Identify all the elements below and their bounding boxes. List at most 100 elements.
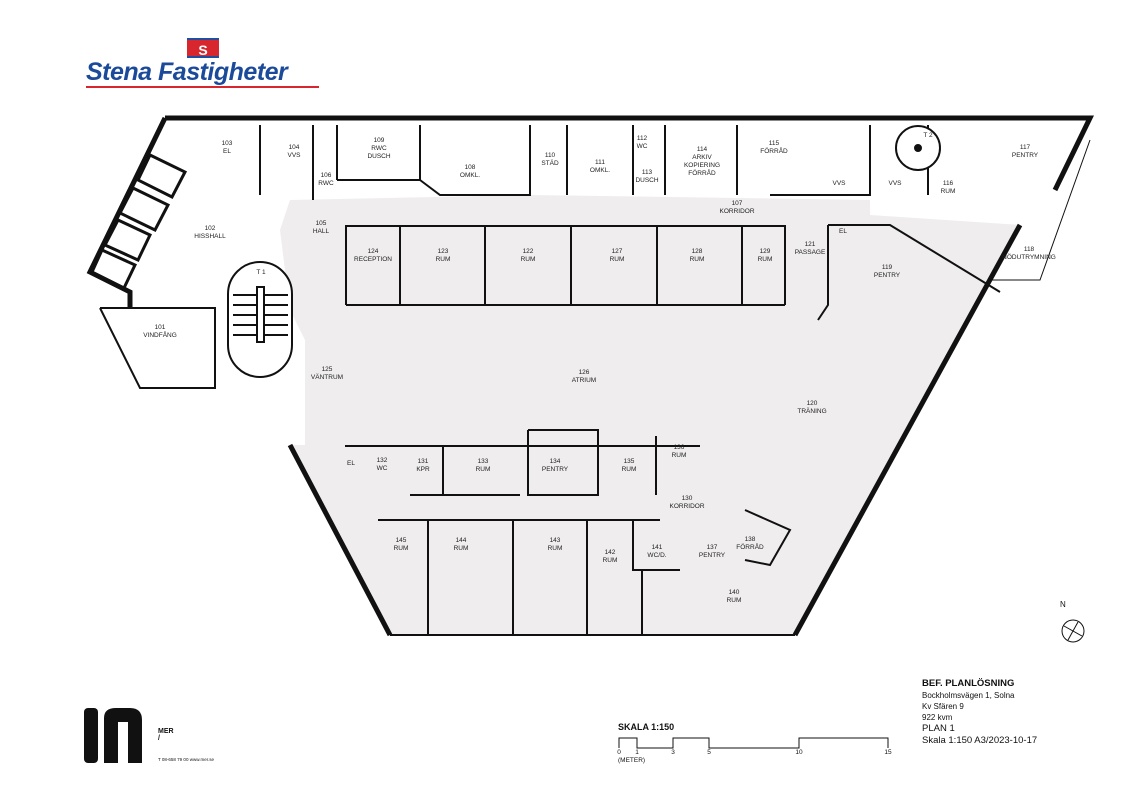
room-number: 128 xyxy=(691,248,703,255)
plan-level: PLAN 1 xyxy=(922,723,955,734)
room-name: RUM xyxy=(689,256,705,263)
room-name: VÄNTRUM xyxy=(310,374,344,381)
room-number: 123 xyxy=(437,248,449,255)
room-name: WC xyxy=(376,465,388,472)
room-number: 106 xyxy=(320,172,332,179)
room-number: 102 xyxy=(204,225,216,232)
room-number: 143 xyxy=(549,537,561,544)
scale-tick: 0 xyxy=(617,749,621,756)
scale-tick: 15 xyxy=(884,749,892,756)
thin-walls xyxy=(99,125,1001,636)
address: Bockholmsvägen 1, Solna xyxy=(922,691,1015,700)
room-name: RUM xyxy=(671,452,687,459)
room-name: PASSAGE xyxy=(794,249,826,256)
room-number: 120 xyxy=(806,400,818,407)
title-block: BEF. PLANLÖSNING Bockholmsvägen 1, Solna… xyxy=(922,677,1037,747)
brand-name: Stena Fastigheter xyxy=(86,58,288,86)
electrical-label: EL xyxy=(347,460,355,467)
room-name: RUM xyxy=(453,545,469,552)
room-number: 132 xyxy=(376,457,388,464)
room-number: 118 xyxy=(1023,246,1035,253)
room-number: 117 xyxy=(1019,144,1031,151)
plan-title: BEF. PLANLÖSNING xyxy=(922,678,1015,689)
room-name: OMKL. xyxy=(589,167,611,174)
room-name: HISSHALL xyxy=(194,233,226,240)
room-name: PENTRY xyxy=(541,466,569,473)
room-number: 104 xyxy=(288,144,300,151)
area: 922 kvm xyxy=(922,713,953,722)
emergency-platform xyxy=(990,139,1091,281)
room-name: RUM xyxy=(602,557,618,564)
room-number: 145 xyxy=(395,537,407,544)
room-number: 138 xyxy=(744,536,756,543)
scale-tick: 5 xyxy=(707,749,711,756)
room-number: 116 xyxy=(942,180,954,187)
room-name: KPR xyxy=(416,466,430,473)
white-rooms-north xyxy=(95,122,1085,300)
scale-title: SKALA 1:150 xyxy=(618,722,675,732)
room-number: 141 xyxy=(651,544,663,551)
shaft-label: VVS xyxy=(888,180,902,187)
mer-contact: T 08-658 79 00 www.mer.se xyxy=(158,757,214,762)
room-name: DUSCH xyxy=(635,177,659,184)
stair-t1 xyxy=(227,261,293,378)
room-name: OMKL. xyxy=(459,172,481,179)
stair-t2 xyxy=(895,125,941,171)
mer-name: MER / xyxy=(158,728,174,742)
stena-flag-icon: S xyxy=(187,38,219,58)
room-name: KORRIDOR xyxy=(669,503,705,510)
room-name: RUM xyxy=(609,256,625,263)
room-name: RUM xyxy=(621,466,637,473)
elevators xyxy=(90,152,188,291)
room-number: 119 xyxy=(881,264,893,271)
scale-tick: 3 xyxy=(671,749,675,756)
room-name: HALL xyxy=(312,228,330,235)
room-name: PENTRY xyxy=(1011,152,1039,159)
stair-label: T 2 xyxy=(923,132,933,139)
room-number: 131 xyxy=(417,458,429,465)
room-name: RUM xyxy=(393,545,409,552)
room-name: EL xyxy=(223,148,231,155)
room-number: 140 xyxy=(728,589,740,596)
room-name: RUM xyxy=(757,256,773,263)
stair-label: T 1 xyxy=(256,269,266,276)
room-name: VINDFÅNG xyxy=(143,332,177,339)
room-name: RUM xyxy=(547,545,563,552)
room-number: 142 xyxy=(604,549,616,556)
room-number: 127 xyxy=(611,248,623,255)
room-number: 110 xyxy=(544,152,556,159)
room-number: 122 xyxy=(522,248,534,255)
electrical-label: EL xyxy=(839,228,847,235)
room-number: 105 xyxy=(315,220,327,227)
room-number: 101 xyxy=(154,324,166,331)
room-name: RUM xyxy=(475,466,491,473)
room-number: 109 xyxy=(373,137,385,144)
room-number: 108 xyxy=(464,164,476,171)
room-name: RWC xyxy=(318,180,334,187)
shaft-label: VVS xyxy=(832,180,846,187)
